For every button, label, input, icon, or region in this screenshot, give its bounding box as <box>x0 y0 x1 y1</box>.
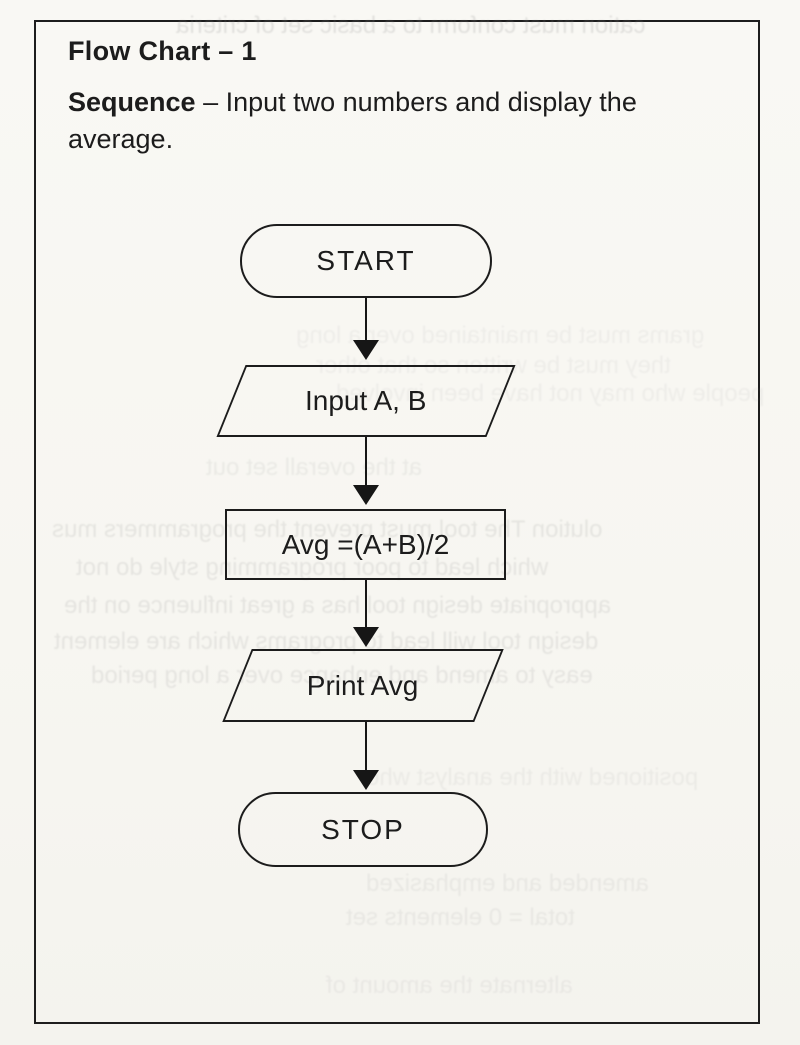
bleedthrough-text: alternate the amount of <box>326 972 573 999</box>
arrowhead-down-icon <box>353 340 379 360</box>
bleedthrough-text: positioned with the analyst who <box>366 764 699 791</box>
flow-arrow-down <box>353 437 379 505</box>
bleedthrough-text: amended and emphasized <box>366 870 649 897</box>
page-title: Flow Chart – 1 <box>68 36 257 66</box>
arrow-shaft <box>364 298 368 340</box>
node-label: Avg =(A+B)/2 <box>281 528 450 560</box>
description-text: – Input two numbers and display the aver… <box>68 87 637 154</box>
node-label: Input A, B <box>305 385 427 416</box>
flowchart-node-stop: STOP <box>238 792 488 867</box>
flowchart-node-print: Print Avg <box>222 649 504 722</box>
arrowhead-down-icon <box>353 627 379 647</box>
node-label: START <box>316 245 416 276</box>
arrow-shaft <box>364 437 368 485</box>
flow-arrow-down <box>353 298 379 360</box>
bleedthrough-text: appropriate design tool has a great infl… <box>64 592 612 619</box>
flowchart-description: Sequence – Input two numbers and display… <box>68 84 716 158</box>
bleedthrough-text: total = 0 elements set <box>346 904 575 931</box>
node-label: Print Avg <box>307 669 419 701</box>
bleedthrough-text: at the overall set out <box>206 454 423 481</box>
flowchart-node-start: START <box>240 224 492 298</box>
arrow-shaft <box>364 722 368 770</box>
node-label: STOP <box>321 813 405 845</box>
description-keyword: Sequence <box>68 87 196 117</box>
flowchart-node-process: Avg =(A+B)/2 <box>225 509 506 580</box>
page-border-frame: cation must conform to a basic set of cr… <box>34 12 764 1024</box>
flowchart-node-input: Input A, B <box>216 365 516 437</box>
arrowhead-down-icon <box>353 770 379 790</box>
arrow-shaft <box>364 580 368 627</box>
arrowhead-down-icon <box>353 485 379 505</box>
flow-arrow-down <box>353 722 379 790</box>
flow-arrow-down <box>353 580 379 647</box>
